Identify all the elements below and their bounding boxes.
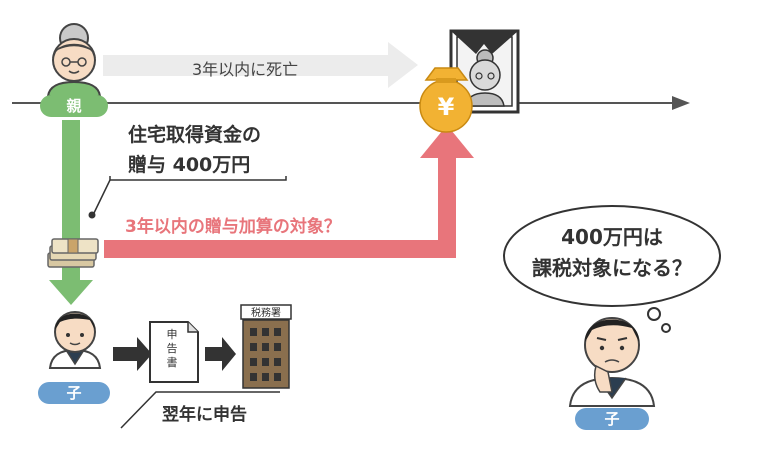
death-arrow-label: 3年以内に死亡 — [192, 60, 299, 79]
tax-office-building-icon — [240, 304, 292, 389]
gift-label-line2: 贈与 400万円 — [128, 154, 251, 176]
inclusion-arrow-horizontal — [104, 240, 456, 258]
thought-bubble — [503, 205, 721, 333]
child-left-icon — [48, 311, 102, 369]
gift-label-pointer-dot — [88, 211, 96, 219]
tax-office-sign: 税務署 — [251, 306, 281, 319]
filing-label-underline — [120, 391, 280, 429]
gift-flow-arrowhead — [49, 280, 93, 305]
grandmother-icon — [46, 23, 102, 97]
timeline-arrowhead — [672, 96, 690, 110]
inclusion-arrow-vertical — [438, 155, 456, 258]
child-left-badge: 子 — [38, 382, 110, 404]
filing-arrow-2 — [205, 337, 236, 371]
gift-label-underline — [109, 176, 287, 181]
bubble-text-line1: 400万円は — [561, 225, 663, 249]
filing-label: 翌年に申告 — [162, 405, 247, 425]
money-bag-icon: ¥ — [419, 67, 473, 133]
cash-stack-icon — [47, 238, 99, 268]
inclusion-arrow-label: 3年以内の贈与加算の対象？ — [125, 217, 341, 237]
bubble-text-line2: 課税対象になる？ — [532, 256, 692, 280]
filing-document-text: 申告書 — [166, 328, 178, 369]
inclusion-arrowhead — [420, 125, 474, 158]
filing-arrow-1 — [113, 337, 152, 371]
gift-label-line1: 住宅取得資金の — [128, 124, 262, 146]
child-right-badge: 子 — [575, 408, 649, 430]
child-right-worried-icon — [568, 317, 656, 407]
gift-label-pointer — [93, 179, 111, 214]
yen-symbol: ¥ — [438, 93, 455, 121]
parent-badge: 親 — [40, 95, 108, 117]
death-timeline-arrow — [103, 42, 418, 88]
tax-return-document-icon — [149, 321, 199, 383]
